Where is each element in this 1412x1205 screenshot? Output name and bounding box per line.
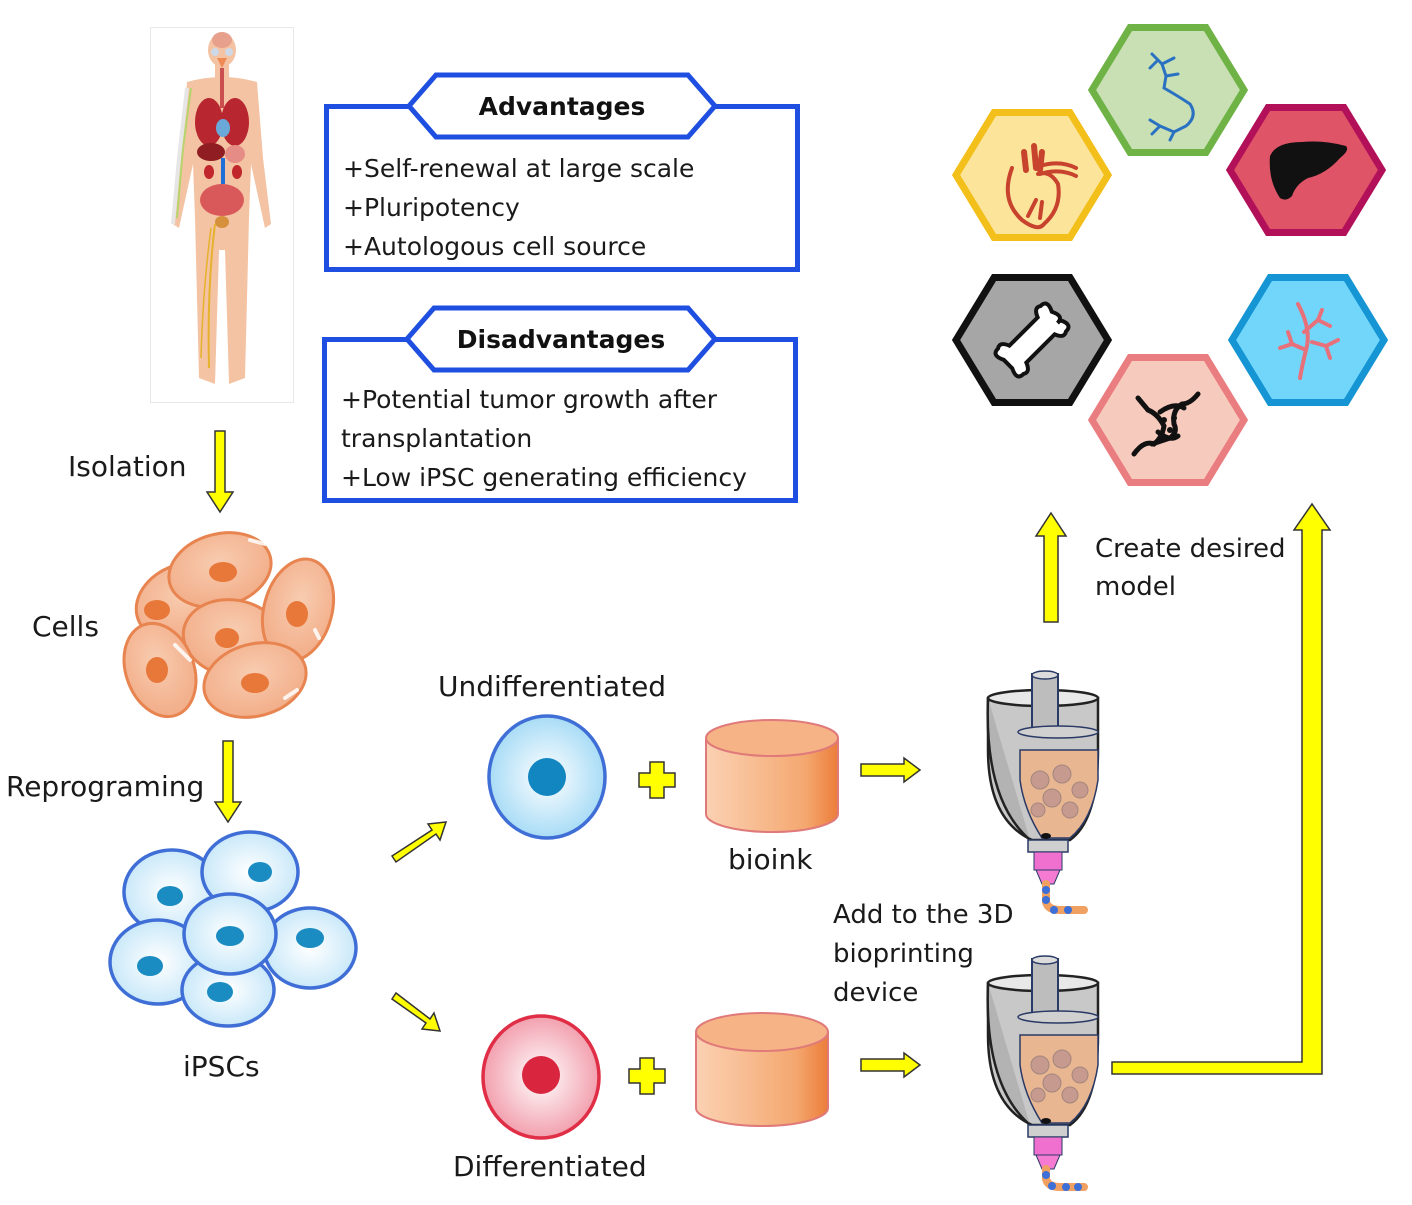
- somatic-cells-cluster: [122, 531, 335, 719]
- add-to-device-label: Add to the 3D bioprinting device: [833, 900, 1014, 1008]
- reprograming-arrow: [213, 740, 243, 824]
- ipscs-label: iPSCs: [183, 1050, 260, 1083]
- create-model-arrow: [1034, 511, 1068, 623]
- isolation-label: Isolation: [68, 450, 187, 483]
- bioink-cylinder: [695, 1012, 829, 1127]
- undifferentiated-label: Undifferentiated: [438, 670, 667, 703]
- bioprinter-nozzle-top: [986, 670, 1100, 914]
- bioprinter-nozzle-bottom: [986, 955, 1100, 1191]
- create-model-label: Create desired model: [1095, 534, 1286, 602]
- bioink-cylinder: [705, 719, 839, 833]
- disadvantages-title: Disadvantages: [456, 324, 666, 354]
- heart-icon: [1005, 143, 1078, 230]
- isolation-arrow: [205, 430, 235, 514]
- liver-icon: [1269, 141, 1348, 200]
- undifferentiated-cell: [487, 714, 607, 840]
- disadvantage-item: transplantation: [341, 424, 533, 453]
- tissue-model-hexagons: [951, 24, 1389, 486]
- advantage-item: +Self-renewal at large scale: [343, 154, 695, 183]
- bioink-label: bioink: [728, 843, 813, 876]
- right-arrow-top: [860, 756, 922, 784]
- disadvantages-header: Disadvantages: [403, 305, 719, 373]
- disadvantages-list: +Potential tumor growth after transplant…: [341, 380, 747, 497]
- advantages-header: Advantages: [405, 72, 719, 140]
- advantages-box: +Self-renewal at large scale +Pluripoten…: [324, 104, 800, 272]
- hexagon-cartilage-joint: [1087, 354, 1249, 486]
- disadvantage-item: +Low iPSC generating efficiency: [341, 463, 747, 492]
- plus-icon: [628, 1057, 666, 1095]
- organs: [171, 32, 249, 369]
- blood-vessel-icon: [1278, 302, 1340, 380]
- advantage-item: +Autologous cell source: [343, 232, 647, 261]
- advantages-list: +Self-renewal at large scale +Pluripoten…: [343, 149, 694, 266]
- differentiated-cell: [481, 1014, 601, 1140]
- right-arrow-bottom: [860, 1051, 922, 1079]
- cartilage-joint-icon: [1131, 391, 1201, 457]
- down-diagonal-arrow: [390, 991, 442, 1032]
- return-path-arrow: [1111, 502, 1332, 1075]
- differentiated-label: Differentiated: [453, 1150, 647, 1183]
- advantage-item: +Pluripotency: [343, 193, 520, 222]
- disadvantage-item: +Potential tumor growth after: [341, 385, 718, 414]
- neuron-icon: [1148, 52, 1195, 142]
- reprograming-label: Reprograming: [6, 770, 205, 803]
- ipsc-cluster: [108, 830, 358, 1028]
- human-body-illustration: [150, 27, 294, 403]
- hexagon-heart: [951, 109, 1113, 241]
- plus-icon: [638, 761, 676, 799]
- up-diagonal-arrow: [390, 821, 448, 864]
- cells-label: Cells: [32, 610, 99, 643]
- advantages-title: Advantages: [478, 91, 646, 121]
- bone-icon: [993, 301, 1071, 379]
